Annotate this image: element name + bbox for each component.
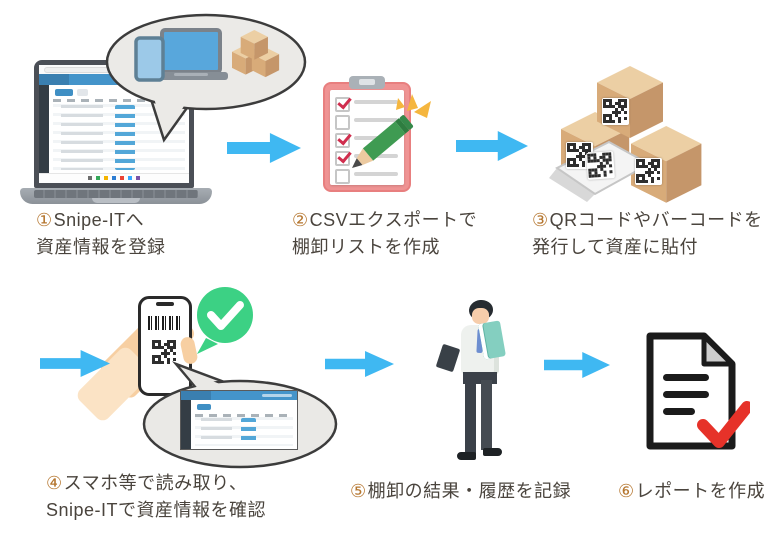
step-6-number: ⑥ bbox=[618, 481, 635, 501]
list-line bbox=[354, 100, 398, 104]
qr-code-icon bbox=[151, 339, 178, 366]
windows-taskbar bbox=[39, 173, 189, 183]
mini-gray-button bbox=[77, 89, 88, 96]
text-line bbox=[663, 391, 709, 398]
smartphone-icon bbox=[138, 296, 192, 396]
boxes-and-laptop bbox=[549, 66, 702, 203]
step-4-label-line-2: Snipe-ITで資産情報を確認 bbox=[46, 500, 267, 520]
step-3-number: ③ bbox=[532, 210, 549, 230]
check-bubble-icon bbox=[197, 287, 253, 354]
step-6-label-line-1: ⑥レポートを作成 bbox=[618, 478, 765, 505]
clipboard-clip-inner bbox=[359, 79, 375, 85]
step-4-illustration bbox=[30, 282, 345, 477]
document-fold-corner bbox=[701, 333, 735, 367]
person-leg bbox=[481, 380, 492, 450]
text-line bbox=[663, 374, 709, 381]
devices-speech-bubble bbox=[105, 13, 307, 143]
snipeit-sidebar bbox=[39, 85, 49, 174]
barcode-icon bbox=[148, 316, 182, 330]
pencil-cap bbox=[399, 115, 414, 130]
right-arrow-icon bbox=[544, 352, 610, 378]
step-1-illustration bbox=[18, 8, 318, 208]
checkbox-empty bbox=[335, 169, 350, 184]
step-3-text: QRコードやバーコードを bbox=[549, 210, 763, 230]
bubble-tail-fill bbox=[182, 369, 230, 391]
step-4-label-line-1: ④スマホ等で読み取り、 bbox=[46, 470, 266, 497]
step-5-illustration bbox=[435, 298, 525, 468]
tablet-icon bbox=[435, 343, 461, 373]
step-6-label: ⑥レポートを作成 bbox=[618, 478, 765, 505]
step-1-label-line-1: ①Snipe-ITへ bbox=[36, 207, 166, 234]
tablet-icon bbox=[134, 36, 165, 82]
step-2-number: ② bbox=[292, 210, 309, 230]
step-2-illustration bbox=[323, 76, 448, 206]
step-2-text: CSVエクスポートで bbox=[309, 210, 478, 230]
checkbox-checked bbox=[335, 97, 350, 112]
step-4-label: ④スマホ等で読み取り、 Snipe-ITで資産情報を確認 bbox=[46, 470, 266, 524]
mini-table-columns bbox=[195, 414, 293, 417]
pencil-wood bbox=[356, 148, 374, 166]
text-line bbox=[663, 408, 695, 415]
qr-code-icon bbox=[602, 98, 629, 125]
right-arrow-icon bbox=[456, 131, 528, 161]
laptop-icon bbox=[154, 28, 228, 80]
person-face bbox=[472, 308, 489, 324]
step-5-label: ⑤棚卸の結果・履歴を記録 bbox=[350, 478, 571, 505]
qr-code-icon bbox=[635, 158, 662, 185]
step-6-text: レポートを作成 bbox=[635, 481, 766, 501]
check-circle bbox=[197, 287, 253, 343]
step-3-illustration bbox=[545, 62, 755, 212]
step-3-label-line-2: 発行して資産に貼付 bbox=[532, 237, 698, 257]
pencil-body bbox=[362, 121, 406, 161]
step-4-text: スマホ等で読み取り、 bbox=[63, 473, 248, 493]
report-document-icon bbox=[646, 332, 750, 450]
sparkle-icon bbox=[396, 94, 431, 118]
qr-code-icon bbox=[586, 151, 615, 180]
step-2-label-line-1: ②CSVエクスポートで bbox=[292, 207, 477, 234]
bubble-tail-fill bbox=[153, 94, 191, 135]
mini-blue-button bbox=[55, 89, 73, 96]
step-1-text: Snipe-ITへ bbox=[53, 210, 145, 230]
laptop-base bbox=[549, 168, 595, 202]
step-5-number: ⑤ bbox=[350, 481, 367, 501]
snipeit-header-bar bbox=[181, 391, 297, 400]
check-bubble-tail bbox=[197, 338, 218, 354]
mini-blue-button bbox=[197, 404, 211, 410]
snipeit-content bbox=[191, 400, 297, 449]
checkbox-empty bbox=[335, 115, 350, 130]
step-6-illustration bbox=[630, 330, 750, 455]
step-1-label-line-2: 資産情報を登録 bbox=[36, 237, 166, 257]
step-4-number: ④ bbox=[46, 473, 63, 493]
snipeit-sidebar bbox=[181, 400, 191, 449]
step-3-label-line-1: ③QRコードやバーコードを bbox=[532, 207, 763, 234]
red-check-icon bbox=[697, 401, 750, 448]
list-line bbox=[354, 118, 398, 122]
list-line bbox=[354, 172, 398, 176]
step-1-number: ① bbox=[36, 210, 53, 230]
checkbox-checked bbox=[335, 133, 350, 148]
person-leg bbox=[465, 380, 476, 454]
step-2-label-line-2: 棚卸リストを作成 bbox=[292, 237, 440, 257]
pencil-lead bbox=[352, 158, 363, 168]
pencil-band bbox=[395, 118, 410, 134]
snipeit-screenshot-thumbnail bbox=[180, 390, 298, 450]
mini-table-rows bbox=[195, 417, 293, 446]
pencil-icon bbox=[352, 94, 431, 168]
laptop-base-keyboard bbox=[20, 188, 212, 204]
person-shoe bbox=[483, 448, 502, 456]
mini-table-columns bbox=[53, 99, 185, 102]
step-3-label: ③QRコードやバーコードを 発行して資産に貼付 bbox=[532, 207, 763, 261]
step-5-text: 棚卸の結果・履歴を記録 bbox=[367, 481, 572, 501]
step-2-label: ②CSVエクスポートで 棚卸リストを作成 bbox=[292, 207, 477, 261]
person-shoe bbox=[457, 452, 476, 460]
step-1-label: ①Snipe-ITへ 資産情報を登録 bbox=[36, 207, 166, 261]
step-5-label-line-1: ⑤棚卸の結果・履歴を記録 bbox=[350, 478, 571, 505]
checkbox-checked bbox=[335, 151, 350, 166]
check-mark bbox=[207, 301, 244, 330]
